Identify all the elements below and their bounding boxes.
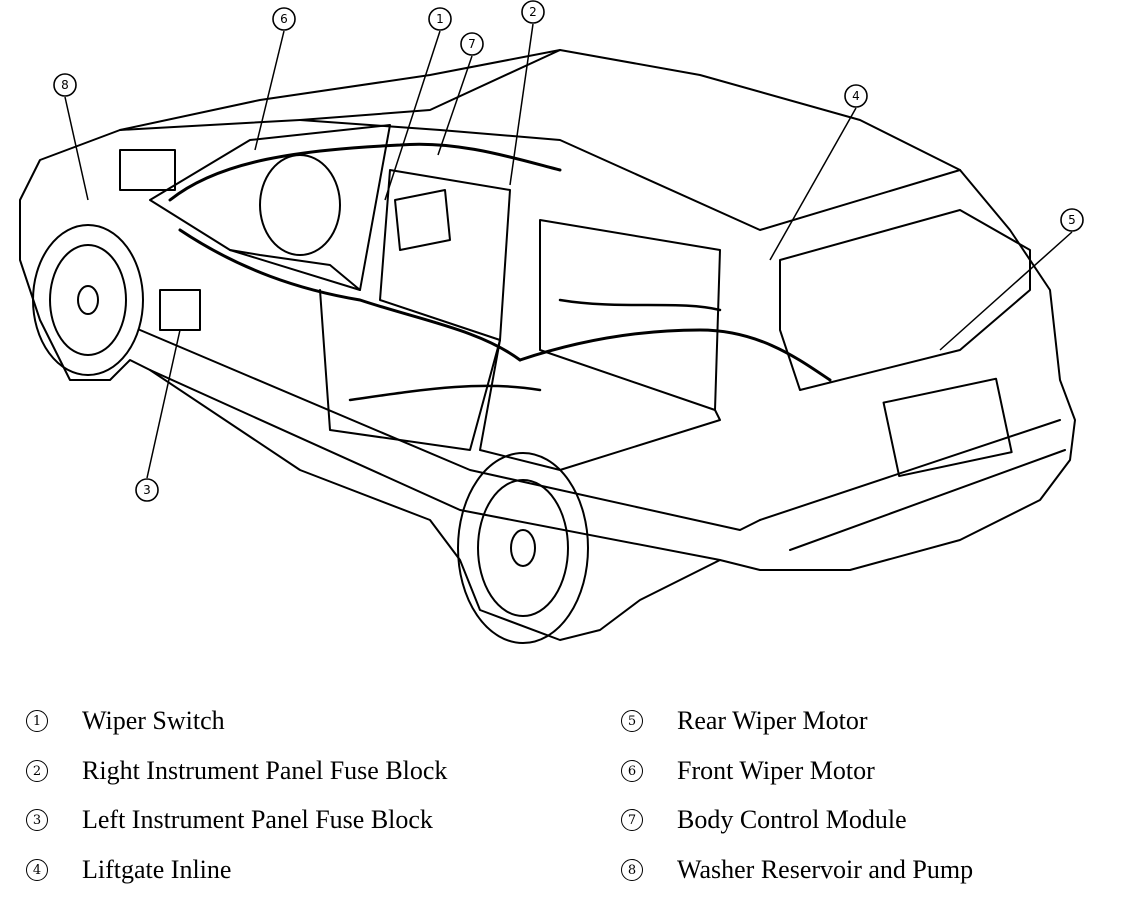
- legend-item-2: 2 Right Instrument Panel Fuse Block: [26, 756, 447, 786]
- legend-item-3: 3 Left Instrument Panel Fuse Block: [26, 805, 433, 835]
- vehicle-wiring-illustration: 8 6 1 7 2 4 5 3: [19, 0, 1084, 644]
- legend-label: Wiper Switch: [82, 706, 225, 735]
- windshield: [149, 124, 391, 291]
- legend-item-8: 8 Washer Reservoir and Pump: [621, 855, 973, 885]
- legend-label: Front Wiper Motor: [677, 756, 875, 785]
- legend-item-5: 5 Rear Wiper Motor: [621, 706, 868, 736]
- callout-4-number: 4: [852, 89, 860, 103]
- legend-label: Liftgate Inline: [82, 855, 232, 884]
- legend-number: 5: [621, 710, 643, 732]
- legend-item-4: 4 Liftgate Inline: [26, 855, 231, 885]
- legend-number: 7: [621, 809, 643, 831]
- legend-item-7: 7 Body Control Module: [621, 805, 907, 835]
- legend-number: 6: [621, 760, 643, 782]
- roof-line: [119, 49, 561, 131]
- callout-1-number: 1: [436, 12, 444, 26]
- legend-label: Washer Reservoir and Pump: [677, 855, 974, 884]
- legend-label: Left Instrument Panel Fuse Block: [82, 805, 433, 834]
- callout-3-marker: [135, 478, 159, 502]
- legend-number: 3: [26, 809, 48, 831]
- steering-wheel: [259, 154, 341, 256]
- callout-8-number: 8: [61, 78, 69, 92]
- legend-number: 4: [26, 859, 48, 881]
- callout-2-number: 2: [529, 5, 537, 19]
- legend-label: Body Control Module: [677, 805, 907, 834]
- rear-glass: [779, 209, 1031, 391]
- callout-6-marker: [272, 7, 296, 31]
- rear-wheel: [457, 452, 589, 644]
- callout-2-marker: [521, 0, 545, 24]
- legend-number: 2: [26, 760, 48, 782]
- legend-label: Rear Wiper Motor: [677, 706, 868, 735]
- callout-7-marker: [460, 32, 484, 56]
- car-body-outline: [19, 49, 1076, 641]
- legend-item-1: 1 Wiper Switch: [26, 706, 225, 736]
- callout-6-number: 6: [280, 12, 288, 26]
- callout-legend: 1 Wiper Switch 2 Right Instrument Panel …: [0, 690, 1136, 900]
- legend-number: 1: [26, 710, 48, 732]
- side-window-rear: [539, 219, 721, 411]
- callout-4-marker: [844, 84, 868, 108]
- legend-item-6: 6 Front Wiper Motor: [621, 756, 875, 786]
- callout-5-number: 5: [1068, 213, 1076, 227]
- front-wheel: [32, 224, 144, 376]
- callout-8-marker: [53, 73, 77, 97]
- legend-number: 8: [621, 859, 643, 881]
- callout-7-number: 7: [468, 37, 476, 51]
- callout-5-marker: [1060, 208, 1084, 232]
- callout-1-marker: [428, 7, 452, 31]
- legend-label: Right Instrument Panel Fuse Block: [82, 756, 448, 785]
- callout-3-number: 3: [143, 483, 151, 497]
